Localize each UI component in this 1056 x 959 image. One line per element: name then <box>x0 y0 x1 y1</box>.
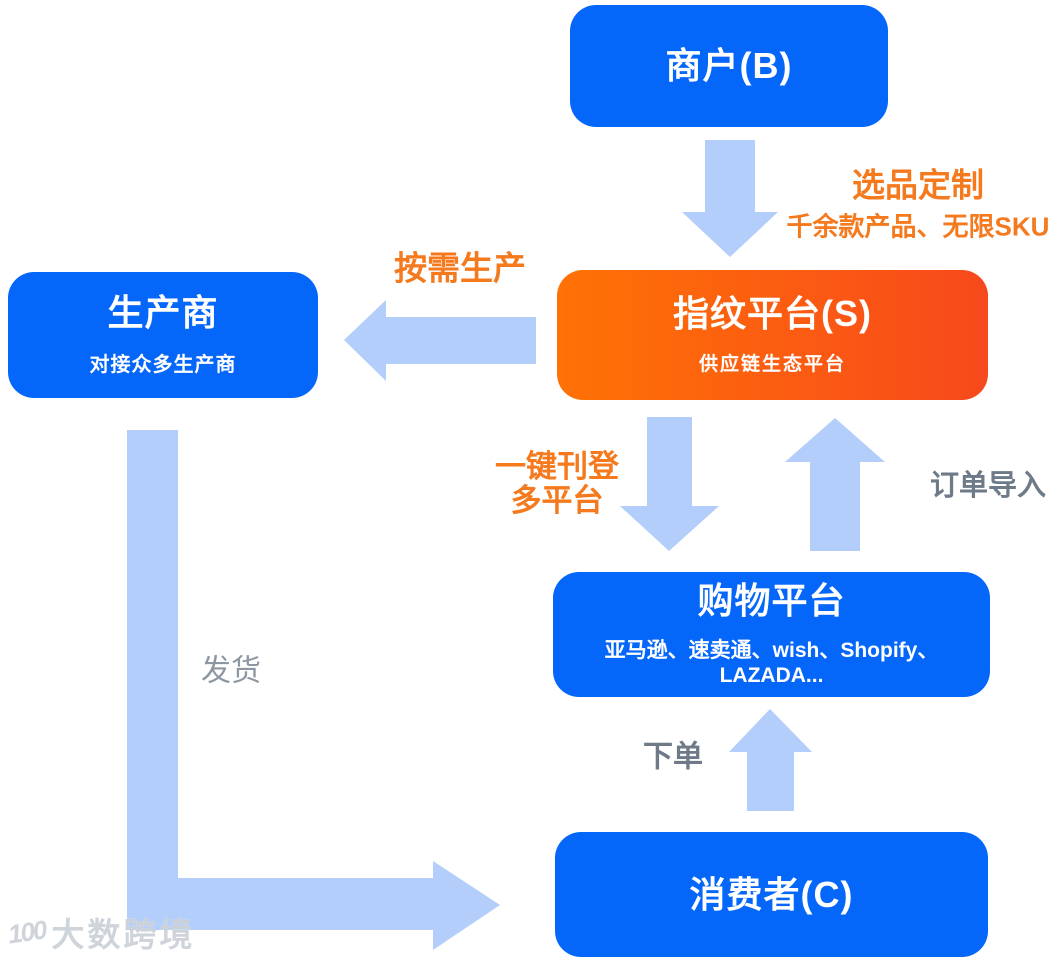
watermark-text: 大数跨境 <box>51 916 196 953</box>
watermark: 100 大数跨境 <box>6 908 196 956</box>
node-manufacturer-title: 生产商 <box>107 292 219 334</box>
edge-label-one-click-line1: 一键刊登 <box>495 448 619 484</box>
node-manufacturer-subtitle: 对接众多生产商 <box>89 353 237 376</box>
edge-label-on-demand: 按需生产 <box>394 249 526 287</box>
arrow-up-consumer-to-shopping-icon <box>729 709 812 811</box>
node-consumer-title: 消费者(C) <box>689 873 854 915</box>
arrow-down-merchant-to-platform-icon <box>682 140 778 257</box>
node-merchant-title: 商户(B) <box>665 45 793 87</box>
arrow-down-platform-to-shopping-icon <box>620 417 719 551</box>
edge-label-one-click-line2: 多平台 <box>510 483 604 518</box>
arrow-left-platform-to-manufacturer-icon <box>344 300 536 381</box>
node-shopping: 购物平台 亚马逊、速卖通、wish、Shopify、LAZADA... <box>553 572 990 697</box>
edge-label-order-import: 订单导入 <box>929 469 1047 502</box>
edge-label-place-order: 下单 <box>643 740 703 774</box>
arrow-elbow-manufacturer-to-consumer-icon <box>127 430 500 950</box>
node-shopping-subtitle: 亚马逊、速卖通、wish、Shopify、LAZADA... <box>604 639 939 688</box>
node-manufacturer: 生产商 对接众多生产商 <box>8 272 318 398</box>
node-platform-title: 指纹平台(S) <box>673 292 872 334</box>
edge-label-select-customize-line2: 千余款产品、无限SKU <box>786 211 1050 242</box>
watermark-logo-icon: 100 <box>6 914 48 949</box>
node-shopping-title: 购物平台 <box>697 579 846 621</box>
node-consumer: 消费者(C) <box>555 832 988 957</box>
node-merchant: 商户(B) <box>570 5 888 127</box>
arrow-up-shopping-to-platform-icon <box>785 418 885 551</box>
edge-label-select-customize: 选品定制 千余款产品、无限SKU <box>787 165 1050 244</box>
edge-label-ship: 发货 <box>201 654 261 688</box>
edge-label-select-customize-line1: 选品定制 <box>852 166 984 204</box>
node-platform-subtitle: 供应链生态平台 <box>698 354 846 376</box>
node-platform: 指纹平台(S) 供应链生态平台 <box>557 270 988 400</box>
edge-label-one-click: 一键刊登 多平台 <box>495 448 619 518</box>
